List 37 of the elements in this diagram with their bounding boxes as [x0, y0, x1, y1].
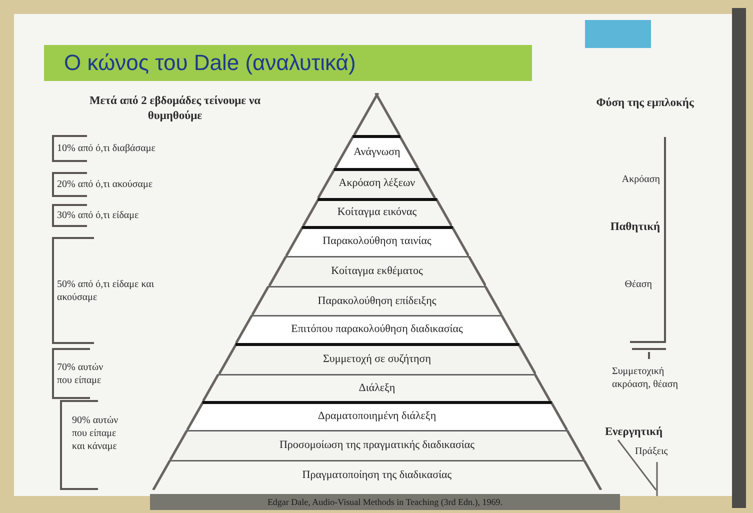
pyramid-layer	[186, 401, 568, 430]
bracket-label: 20% από ό,τι ακούσαμε	[54, 178, 153, 191]
heading: Φύση της εμπλοκής	[595, 96, 695, 111]
layer-label: Κοίταγμα εκθέματος	[331, 265, 423, 277]
label: Συμμετοχική ακρόαση, θέαση	[612, 365, 679, 391]
pyramid-layer	[317, 168, 437, 198]
label: Ακρόαση	[620, 173, 660, 186]
label: Πράξεις	[635, 445, 669, 458]
layer-label: Επιτόπου παρακολούθηση διαδικασίας	[291, 323, 463, 335]
title: Ο κώνος του Dale (αναλυτικά)	[64, 50, 356, 76]
pyramid-layer	[218, 343, 536, 374]
label: Θέαση	[624, 278, 652, 291]
bracket-label: 30% από ό,τι είδαμε	[54, 209, 139, 222]
pyramid-layer	[284, 226, 470, 256]
layer-label: Ακρόαση λέξεων	[338, 177, 416, 189]
layer-label: Συμμετοχή σε συζήτηση	[323, 352, 431, 364]
layer-label: Δραματοποιημένη διάλεξη	[318, 410, 436, 422]
pyramid-layer	[302, 198, 452, 226]
pyramid-layer	[353, 93, 401, 135]
layer-label: Παρακολούθηση επίδειξης	[318, 294, 436, 306]
heading: Μετά από 2 εβδομάδες τείνουμε να θυμηθούμε	[88, 94, 262, 124]
layer-label: Ανάγνωση	[354, 146, 400, 158]
pyramid-layer	[235, 315, 519, 343]
pyramid-layer	[251, 286, 503, 315]
caption: Edgar Dale, Audio-Visual Methods in Teaching (3rd Edn.), 1969.	[267, 497, 503, 507]
heading: Παθητική	[609, 220, 660, 235]
pyramid-layer	[268, 256, 486, 286]
pyramid-layer	[334, 135, 420, 168]
heading: Ενεργητική	[605, 425, 664, 440]
layer-label: Κοίταγμα εικόνας	[337, 206, 417, 218]
pyramid-layer	[168, 430, 586, 460]
layer-label: Παρακολούθηση ταινίας	[322, 235, 432, 247]
pyramid-layer	[152, 460, 602, 490]
layer-label: Προσομοίωση της πραγματικής διαδικασίας	[279, 439, 475, 451]
layer-label: Διάλεξη	[358, 382, 396, 394]
layer-label: Πραγματοποίηση της διαδικασίας	[302, 469, 452, 481]
pyramid-layer	[202, 374, 552, 401]
